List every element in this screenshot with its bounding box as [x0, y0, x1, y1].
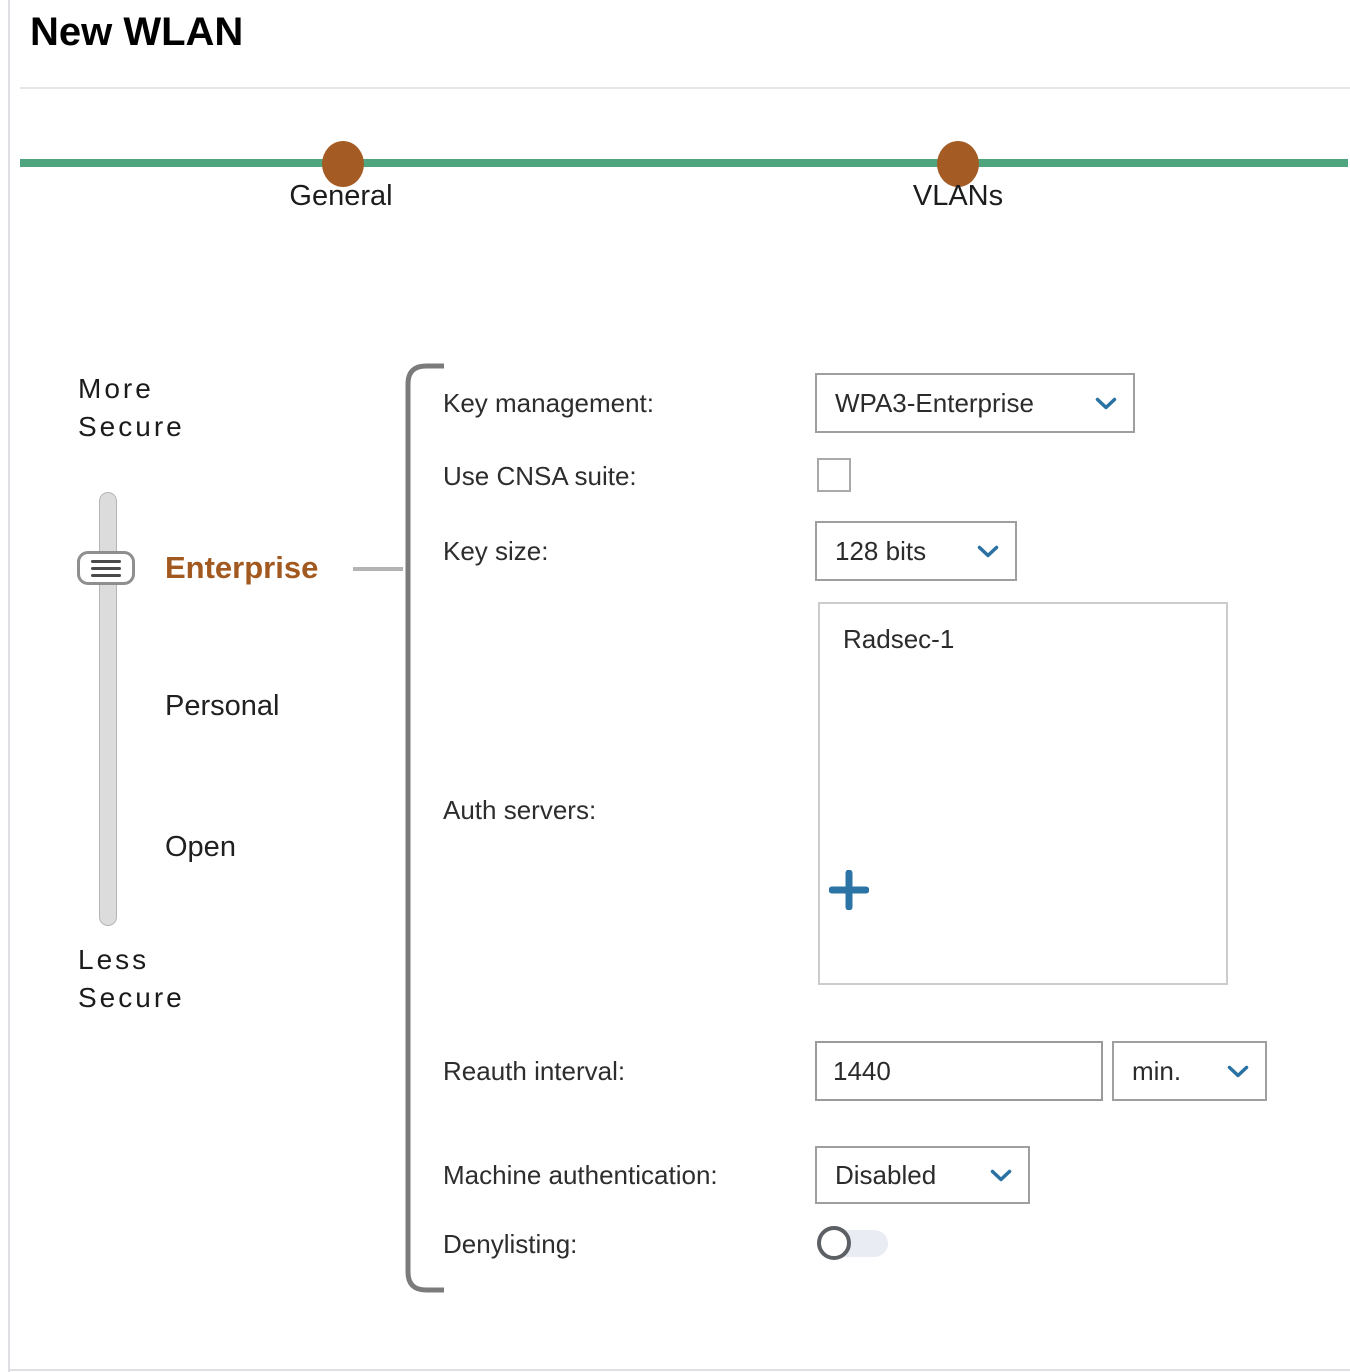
step-dot-general[interactable]: [322, 141, 364, 187]
enterprise-connector-line: [353, 567, 403, 571]
toggle-knob: [817, 1226, 851, 1260]
key-size-value: 128 bits: [835, 535, 927, 566]
less-secure-label: Less Secure: [78, 944, 185, 1013]
denylisting-label: Denylisting:: [443, 1229, 578, 1259]
drag-handle-icon: [91, 566, 121, 570]
key-size-select[interactable]: 128 bits: [815, 521, 1017, 581]
reauth-unit-select[interactable]: min.: [1112, 1041, 1267, 1101]
step-dot-vlans[interactable]: [937, 141, 979, 187]
chevron-down-icon: [990, 1169, 1012, 1181]
drag-handle-icon: [91, 559, 121, 563]
key-size-label: Key size:: [443, 536, 549, 566]
denylisting-toggle[interactable]: [817, 1226, 889, 1260]
form-bracket: [405, 363, 444, 1293]
panel-bottom-border: [8, 1369, 1350, 1371]
reauth-interval-input[interactable]: [815, 1041, 1103, 1101]
security-option-personal[interactable]: Personal: [165, 690, 280, 722]
step-label-general: General: [289, 180, 393, 212]
plus-icon: [828, 869, 870, 911]
title-divider: [20, 87, 1350, 89]
reauth-unit-value: min.: [1132, 1055, 1182, 1086]
chevron-down-icon: [1227, 1065, 1249, 1077]
machine-auth-value: Disabled: [835, 1159, 937, 1190]
use-cnsa-label: Use CNSA suite:: [443, 461, 637, 491]
auth-server-item[interactable]: Radsec-1: [843, 624, 955, 654]
more-secure-label: More Secure: [78, 373, 185, 442]
reauth-interval-label: Reauth interval:: [443, 1056, 626, 1086]
security-slider-handle[interactable]: [77, 551, 135, 585]
add-auth-server-button[interactable]: [828, 869, 870, 911]
key-management-value: WPA3-Enterprise: [835, 387, 1034, 418]
machine-auth-select[interactable]: Disabled: [815, 1146, 1030, 1204]
machine-auth-label: Machine authentication:: [443, 1160, 718, 1190]
chevron-down-icon: [1095, 397, 1117, 409]
panel-left-border: [8, 0, 10, 1372]
page-title: New WLAN: [30, 10, 244, 54]
key-management-select[interactable]: WPA3-Enterprise: [815, 373, 1135, 433]
chevron-down-icon: [977, 545, 999, 557]
key-management-label: Key management:: [443, 388, 655, 418]
step-label-vlans: VLANs: [912, 180, 1004, 212]
auth-servers-box: Radsec-1: [818, 602, 1228, 985]
security-slider-track[interactable]: [99, 492, 117, 926]
security-option-open[interactable]: Open: [165, 831, 236, 863]
auth-servers-label: Auth servers:: [443, 795, 597, 825]
use-cnsa-checkbox[interactable]: [817, 458, 851, 492]
security-option-enterprise[interactable]: Enterprise: [165, 550, 319, 585]
stepper-progress-line: [20, 159, 1348, 167]
drag-handle-icon: [91, 573, 121, 577]
